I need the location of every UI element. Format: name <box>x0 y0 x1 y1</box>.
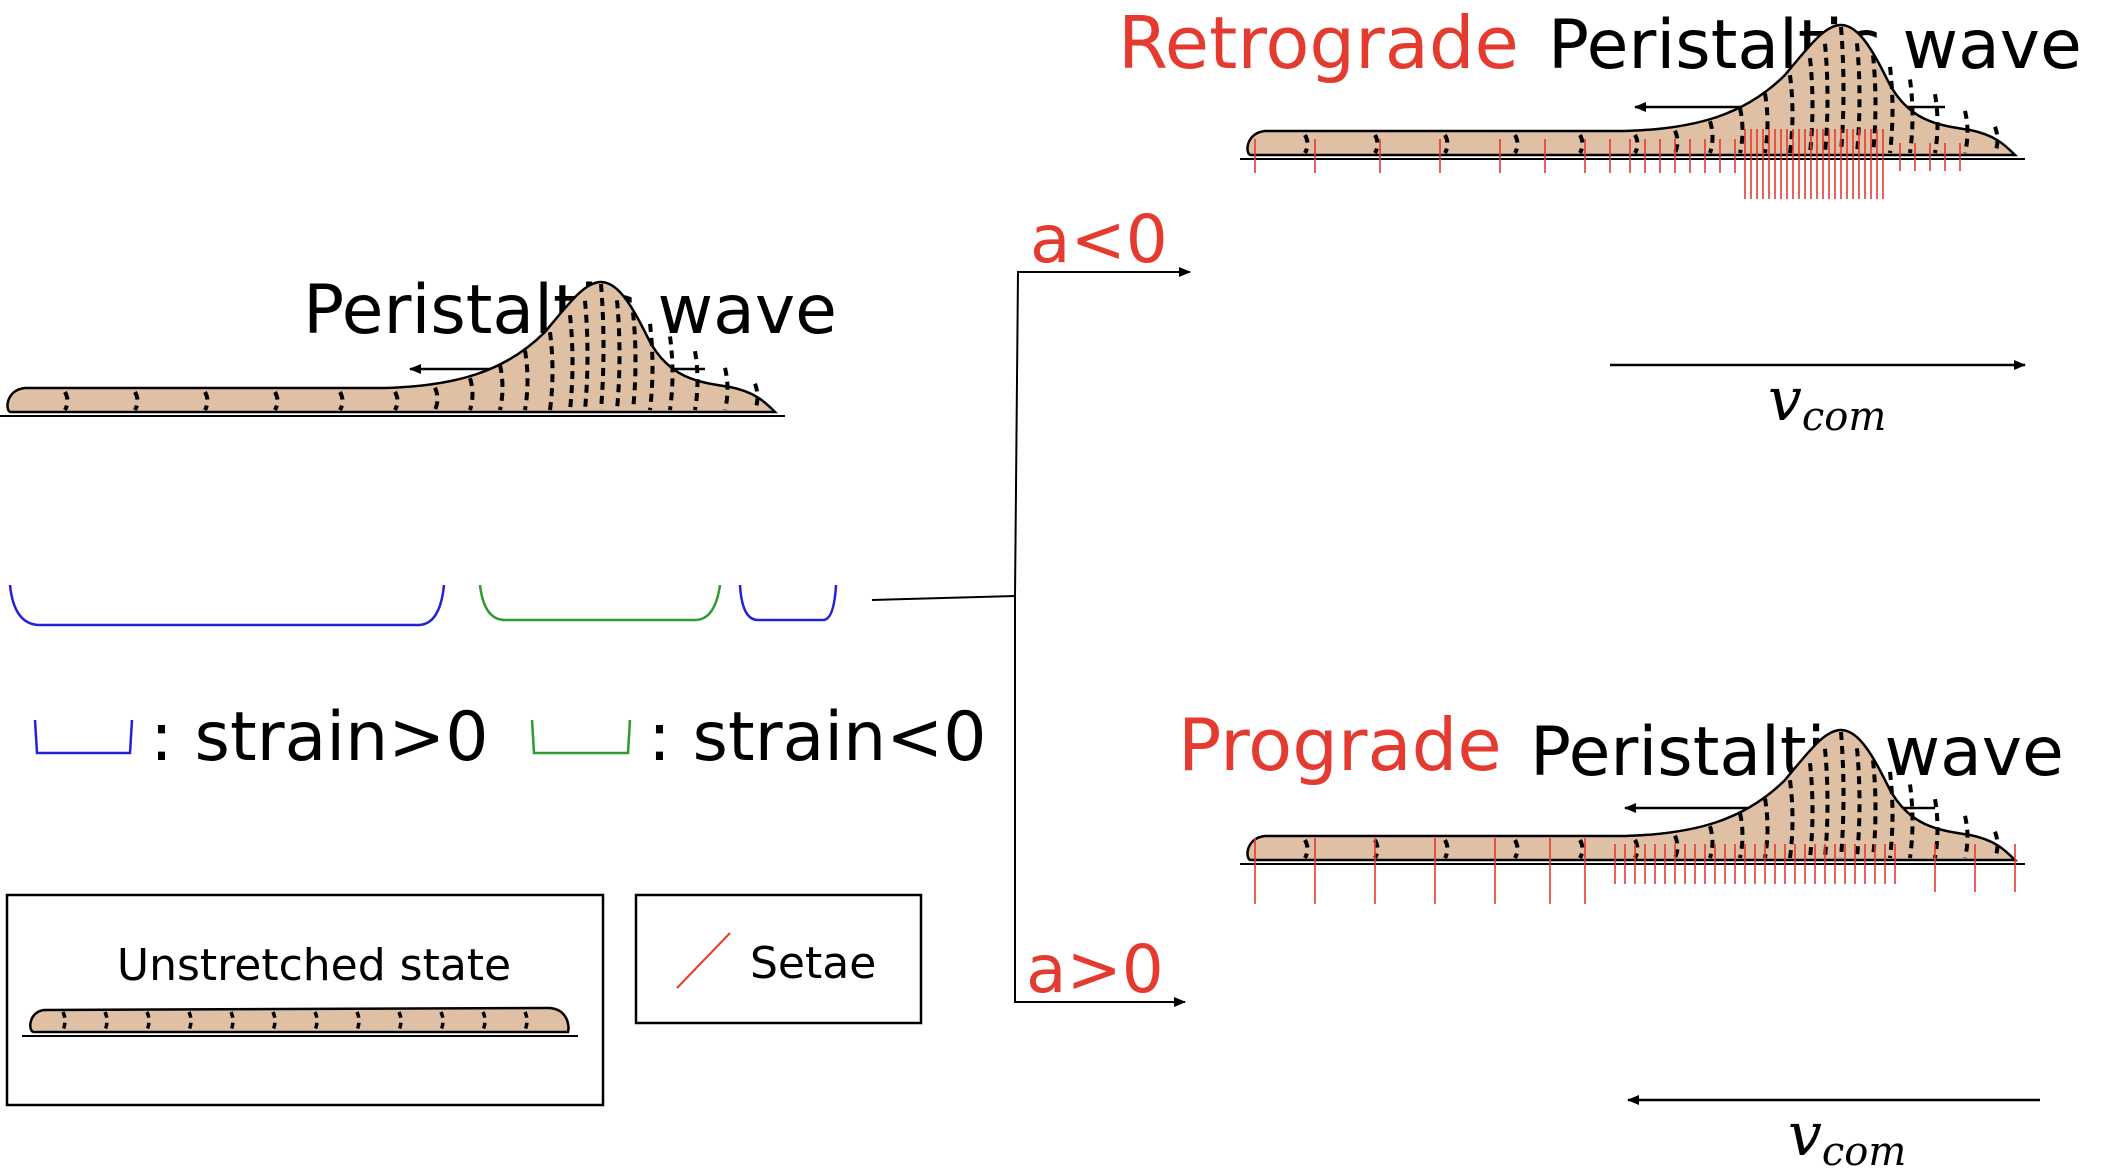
segment-line <box>615 300 622 411</box>
segment-line <box>468 377 475 411</box>
segment-line <box>133 391 140 411</box>
segment-line <box>1443 839 1450 859</box>
segment-line <box>1933 93 1940 154</box>
main-worm <box>0 280 785 417</box>
segment-line <box>433 386 440 411</box>
segment-line <box>1908 784 1915 859</box>
segment-line <box>1963 110 1970 154</box>
segment-line <box>355 1011 361 1031</box>
segment-line <box>599 283 606 411</box>
segment-line <box>1808 762 1815 859</box>
segment-line <box>1763 93 1770 154</box>
segment-line <box>523 350 530 411</box>
prograde-label: Prograde <box>1178 703 1502 787</box>
segment-line <box>1513 839 1520 859</box>
segment-line <box>1839 26 1846 154</box>
segment-line <box>1933 798 1940 859</box>
segment-line <box>1738 107 1745 154</box>
segment-line <box>1788 75 1795 154</box>
unstretched-legend-label: Unstretched state <box>117 940 511 991</box>
segment-line <box>1871 760 1878 859</box>
segment-line <box>393 390 400 411</box>
segment-line <box>1963 815 1970 859</box>
segment-line <box>1738 812 1745 859</box>
segment-line <box>1633 133 1640 154</box>
unstretched-worm <box>22 1006 578 1037</box>
segment-line <box>439 1011 445 1031</box>
segment-line <box>668 336 675 411</box>
segment-line <box>1513 134 1520 154</box>
segment-line <box>568 314 575 411</box>
segment-line <box>693 350 700 411</box>
segment-line <box>1373 134 1380 154</box>
segment-line <box>548 332 555 411</box>
upper-condition-label: a<0 <box>1030 201 1168 278</box>
segment-line <box>1855 43 1862 154</box>
segment-line <box>1578 134 1585 154</box>
prograde-worm <box>1240 728 2025 904</box>
segment-line <box>523 1011 529 1031</box>
lower-condition-label: a>0 <box>1026 931 1164 1008</box>
strain-positive-bracket-1 <box>8 584 446 627</box>
segment-line <box>481 1011 487 1031</box>
segment-line <box>145 1011 151 1031</box>
segment-line <box>203 391 210 411</box>
setae-legend-label: Setae <box>750 938 876 989</box>
prograde-velocity-label: vcom <box>1788 1100 1906 1175</box>
strain-positive-legend-label: : strain>0 <box>150 698 488 777</box>
segment-line <box>1855 748 1862 859</box>
segment-line <box>1993 831 2000 859</box>
retrograde-velocity-label: vcom <box>1768 365 1886 440</box>
setae-legend-icon <box>676 932 731 989</box>
branch-upper-arrow <box>1014 267 1191 597</box>
retrograde-label: Retrograde <box>1118 1 1519 85</box>
segment-line <box>313 1011 319 1031</box>
segment-line <box>103 1011 109 1031</box>
strain-positive-legend-icon <box>33 719 134 755</box>
segment-line <box>498 364 505 411</box>
segment-line <box>229 1011 235 1031</box>
segment-line <box>187 1011 193 1031</box>
segment-line <box>723 367 730 411</box>
branch-lower-arrow <box>1014 596 1186 1007</box>
segment-line <box>63 391 70 411</box>
strain-negative-legend-icon <box>530 719 632 755</box>
strain-negative-legend-label: : strain<0 <box>648 698 986 777</box>
segment-line <box>753 383 760 411</box>
segment-line <box>1303 134 1310 154</box>
segment-line <box>1888 771 1895 859</box>
retrograde-worm <box>1240 23 2025 199</box>
segment-line <box>1708 825 1715 859</box>
segment-line <box>1708 120 1715 154</box>
segment-line <box>1763 798 1770 859</box>
segment-line <box>1443 134 1450 154</box>
strain-negative-bracket <box>478 584 722 622</box>
segment-line <box>648 323 655 411</box>
branch-stem <box>871 595 1016 601</box>
unstretched-legend-box <box>5 893 605 1107</box>
segment-line <box>1871 55 1878 154</box>
segment-line <box>1993 126 2000 154</box>
segment-line <box>1888 66 1895 154</box>
segment-line <box>1839 731 1846 859</box>
setae-legend-box <box>634 893 923 1025</box>
worm-body <box>29 1006 570 1034</box>
segment-line <box>338 391 345 411</box>
segment-line <box>1578 839 1585 859</box>
segment-line <box>631 312 638 411</box>
segment-line <box>273 391 280 411</box>
segment-line <box>1908 79 1915 154</box>
strain-positive-bracket-2 <box>738 584 838 622</box>
segment-line <box>397 1011 403 1031</box>
segment-line <box>271 1011 277 1031</box>
segment-line <box>61 1011 67 1031</box>
segment-line <box>1303 839 1310 859</box>
segment-line <box>1788 780 1795 859</box>
